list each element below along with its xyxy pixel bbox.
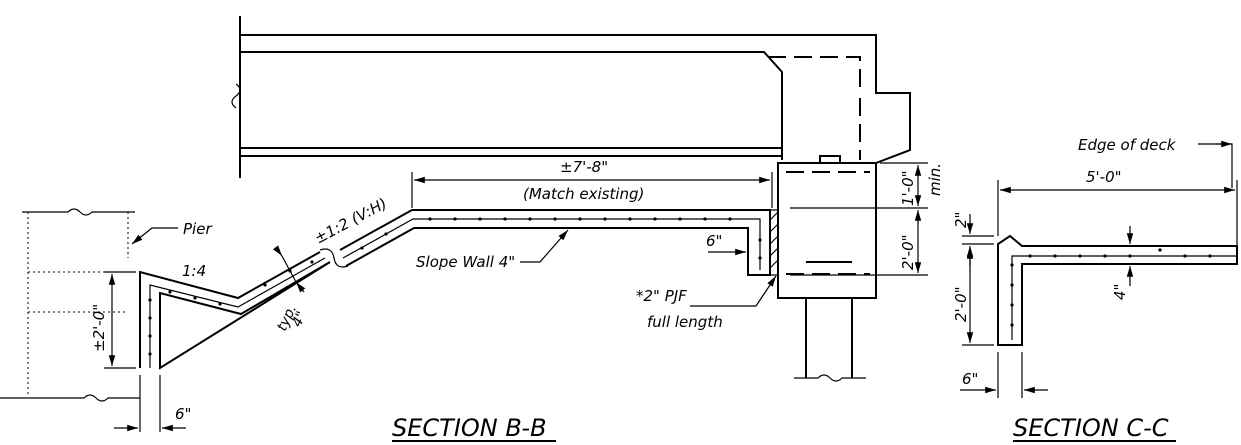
pjf-joint [769, 209, 779, 276]
dim-6in-right-label: 6" [706, 232, 722, 250]
dim-4in-slope [272, 245, 306, 293]
upper-rebar-dots [360, 217, 762, 260]
dim-4in-slope-label: 4" [289, 309, 310, 330]
dim-5-0 [997, 180, 1238, 248]
dim-2-0-toe [104, 271, 136, 369]
dim-right-vertical [790, 162, 928, 276]
dim-7-8-label: ±7'-8" [560, 158, 608, 176]
edge-of-deck-leader [1198, 143, 1233, 188]
dim-6in-curb-label: 6" [962, 370, 978, 388]
dim-2-0-curb-label: 2'-0" [952, 286, 970, 322]
section-b-title: SECTION B-B [392, 414, 547, 442]
pier-outline [0, 208, 140, 402]
dim-7-8 [411, 172, 773, 208]
slope-1-4-label: 1:4 [182, 262, 206, 280]
min-label: min. [926, 163, 944, 196]
edge-of-deck-label: Edge of deck [1078, 136, 1177, 154]
pjf-leader [690, 275, 777, 307]
abutment-cap [777, 155, 877, 382]
pjf-label: *2" PJF [636, 287, 687, 305]
match-existing-label: (Match existing) [523, 185, 644, 203]
curb-section [997, 234, 1238, 346]
curb-rebar-dots [1010, 248, 1212, 327]
dim-6in-bottom-label: 6" [175, 405, 191, 423]
pier-label: Pier [183, 220, 212, 238]
break-symbol [319, 248, 349, 268]
slope-1-2-label: ±1:2 (V:H) [311, 194, 390, 247]
full-length-label: full length [647, 313, 723, 331]
section-c-c: Edge of deck 5'-0" 2" 2'-0" [952, 136, 1238, 442]
slope-wall-upper [339, 209, 771, 276]
slope-wall-toe [139, 251, 331, 370]
dim-2-0-right-label: 2'-0" [899, 234, 917, 270]
slope-wall-label: Slope Wall 4" [416, 253, 515, 271]
section-b-b: Pier 1:4 [0, 16, 944, 442]
section-c-title: SECTION C-C [1013, 414, 1169, 442]
dim-2-0-toe-label: ±2'-0" [90, 304, 108, 352]
pier-leader [131, 227, 178, 245]
dim-6in-bottom [114, 375, 186, 432]
dim-1-0-label: 1'-0" [899, 170, 917, 206]
dim-2in-label: 2" [952, 212, 970, 228]
dim-4in-curb-label: 4" [1111, 284, 1129, 300]
slope-wall-leader [520, 229, 569, 263]
dim-2-0-curb [962, 248, 994, 346]
girder [231, 16, 911, 178]
dim-5-0-label: 5'-0" [1086, 168, 1122, 186]
dim-6in-curb [960, 352, 1048, 398]
